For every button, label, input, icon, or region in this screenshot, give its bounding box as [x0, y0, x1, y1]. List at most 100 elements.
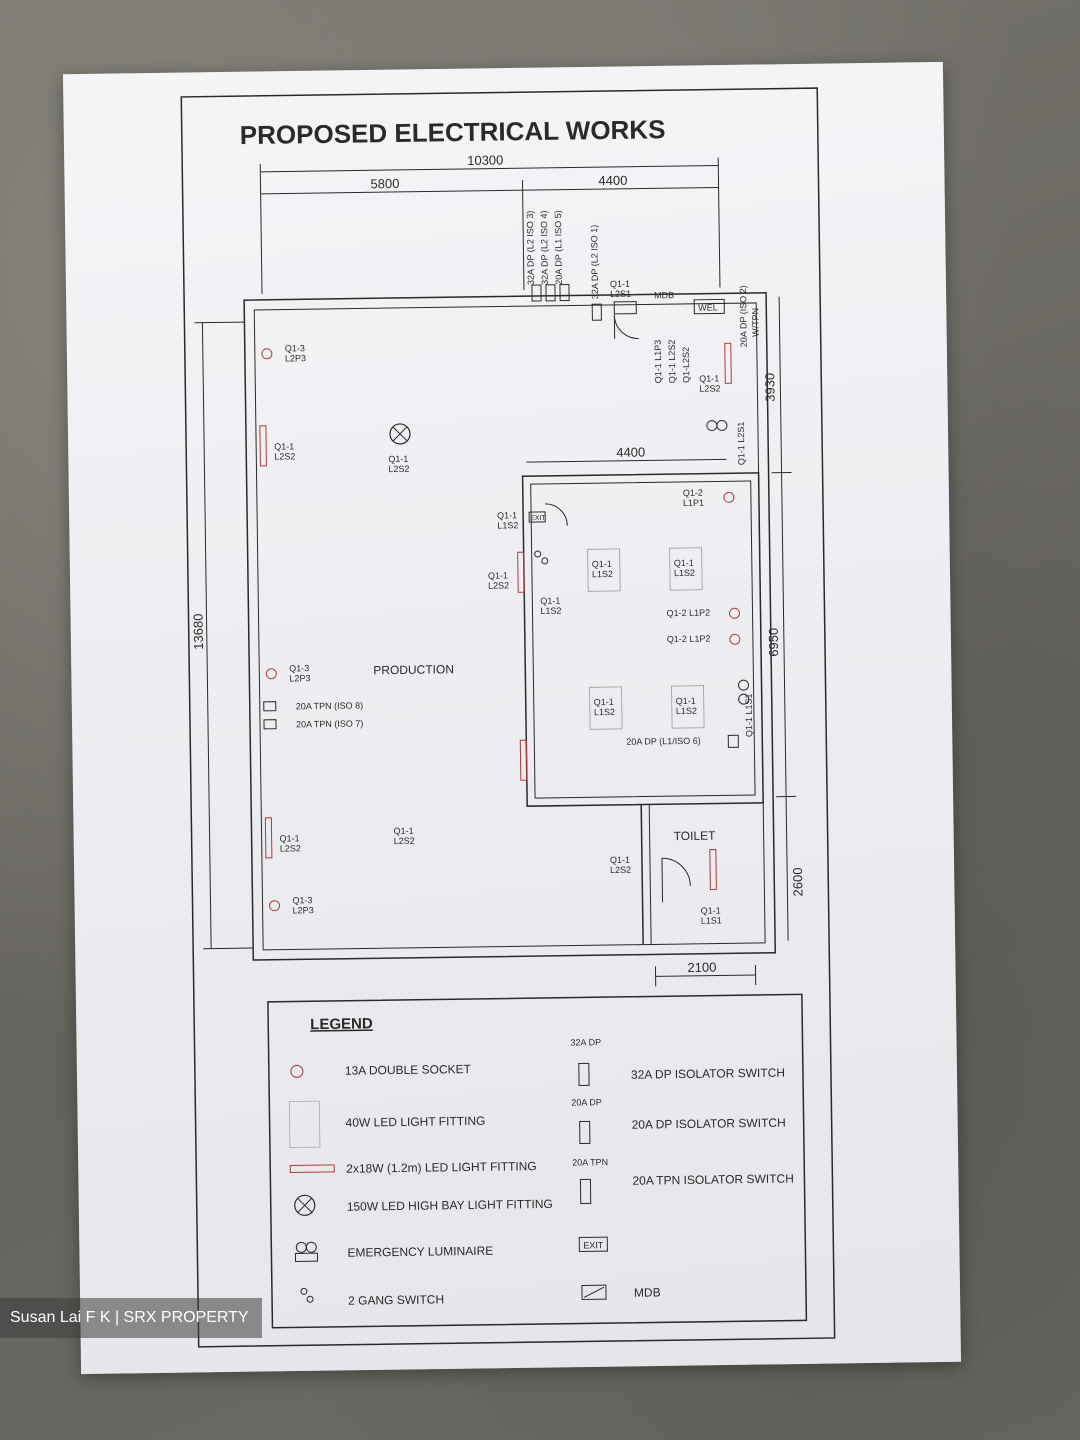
dim-toilet-height: 2600	[790, 867, 805, 896]
dim-toilet-width: 2100	[687, 960, 716, 975]
legend-item-socket: 13A DOUBLE SOCKET	[345, 1062, 472, 1078]
label-q11-switch: Q1-1	[540, 596, 560, 606]
led-tube-office-left	[517, 551, 525, 593]
led-tube-left-1	[259, 425, 267, 467]
label-l1p2-b: Q1-2 L1P2	[667, 634, 711, 645]
label-l1s2-switch: L1S2	[540, 606, 561, 616]
dp-top-label-4: 32A DP (L2 ISO 1)	[589, 225, 600, 300]
legend-item-mdb: MDB	[634, 1285, 661, 1299]
label-l2s1-vert: Q1-1 L2S1	[736, 422, 747, 466]
legend-tag-20a: 20A DP	[571, 1097, 602, 1107]
led-panel-4	[671, 685, 705, 729]
label-l1s2-panel-3: L1S2	[594, 707, 615, 717]
led-panel-1	[587, 548, 621, 592]
label-q11-exit: Q1-1	[497, 510, 517, 520]
label-l2p3-b: L2P3	[289, 673, 310, 683]
led-tube-toilet	[709, 849, 717, 891]
label-l1s2-panel-2: L1S2	[674, 568, 695, 578]
label-l1s1-toilet: L1S1	[701, 915, 722, 925]
outer-wall	[243, 292, 777, 961]
label-q11-panel-2: Q1-1	[674, 558, 694, 568]
inner-wall	[253, 302, 766, 951]
tpn-label-1: 20A TPN (ISO 8)	[296, 700, 363, 711]
plan-title: PROPOSED ELECTRICAL WORKS	[240, 114, 666, 150]
legend-item-led-fitting: 40W LED LIGHT FITTING	[346, 1114, 486, 1130]
q1-stack-1: Q1-1 L1P3	[653, 340, 664, 384]
label-l2s2-office-left: L2S2	[488, 580, 509, 590]
led-tube-right-top	[724, 342, 732, 384]
label-q11-top: Q1-1	[610, 279, 630, 289]
dp-right-label: 20A DP (ISO 2)	[738, 285, 749, 347]
label-q13-b: Q1-3	[289, 663, 309, 673]
label-l1s1-vert: Q1-1 L1S1	[744, 693, 755, 737]
legend-item-emergency: EMERGENCY LUMINAIRE	[347, 1244, 493, 1260]
dim-right-width: 4400	[598, 173, 627, 188]
dim-left-width: 5800	[370, 176, 399, 191]
legend-tag-20a-tpn: 20A TPN	[572, 1157, 608, 1167]
dim-overall-height: 13680	[190, 614, 206, 650]
label-q11-panel-3: Q1-1	[594, 697, 614, 707]
label-q11-left-1: Q1-1	[274, 441, 294, 451]
dim-inner-width: 4400	[616, 445, 645, 460]
label-l2s2-left-2: L2S2	[280, 843, 301, 853]
led-panel-2	[669, 547, 703, 591]
label-l2p3-c: L2P3	[293, 905, 314, 915]
label-l2s2-left-1: L2S2	[274, 451, 295, 461]
led-panel-3	[589, 686, 623, 730]
label-l2s1-top: L2S1	[610, 289, 631, 299]
office-room-wall	[521, 472, 764, 807]
q1-stack-2: Q1-1 L2S2	[667, 340, 678, 384]
label-q11-toilet-2: Q1-1	[701, 905, 721, 915]
label-l1s2-exit: L1S2	[497, 520, 518, 530]
label-q11-highbay: Q1-1	[388, 454, 408, 464]
label-l2p3-a: L2P3	[285, 353, 306, 363]
legend-item-led-tube: 2x18W (1.2m) LED LIGHT FITTING	[346, 1159, 537, 1176]
dp-top-label-3: 20A DP (L1 ISO 5)	[553, 210, 564, 285]
tpn-label-2: 20A TPN (ISO 7)	[296, 718, 363, 729]
led-tube-office-bottom	[519, 739, 528, 781]
legend-tag-exit: EXIT	[583, 1240, 604, 1250]
exit-label-office: EXIT	[530, 515, 546, 522]
legend-item-20a: 20A DP ISOLATOR SWITCH	[632, 1116, 786, 1132]
label-l1s2-panel-4: L1S2	[676, 706, 697, 716]
label-l2s2-center-low: L2S2	[394, 836, 415, 846]
dim-office-height: 6950	[766, 628, 781, 657]
q1-stack-3: Q1-L2S2	[681, 347, 692, 383]
label-q11-panel-4: Q1-1	[676, 696, 696, 706]
high-bay-light	[389, 423, 411, 445]
label-l1s2-panel-1: L1S2	[592, 569, 613, 579]
label-l1p2-a: Q1-2 L1P2	[666, 608, 710, 619]
label-l1p1: L1P1	[683, 498, 704, 508]
label-l2s2-toilet: L2S2	[610, 865, 631, 875]
wel-box	[693, 298, 725, 315]
legend-tag-32a: 32A DP	[570, 1037, 601, 1047]
dim-upper-height: 3930	[762, 373, 777, 402]
dp-top-label-1: 32A DP (L2 ISO 3)	[525, 211, 536, 286]
production-label: PRODUCTION	[373, 662, 454, 677]
exit-sign-office	[528, 511, 546, 523]
label-q13-c: Q1-3	[292, 895, 312, 905]
label-l2s2-highbay: L2S2	[388, 464, 409, 474]
legend-item-20a-tpn: 20A TPN ISOLATOR SWITCH	[632, 1172, 794, 1188]
toilet-label: TOILET	[674, 829, 717, 844]
dp-top-label-2: 32A DP (L2 ISO 4)	[539, 210, 550, 285]
legend-title: LEGEND	[310, 1015, 373, 1033]
led-tube-left-2	[264, 817, 273, 859]
legend-item-32a: 32A DP ISOLATOR SWITCH	[631, 1066, 785, 1082]
label-q11-right-top: Q1-1	[699, 373, 719, 383]
drawing-frame	[180, 87, 836, 1348]
label-q11-toilet: Q1-1	[610, 855, 630, 865]
dp-right-label-2: W/TPN	[750, 308, 760, 337]
label-q11-left-2: Q1-1	[280, 833, 300, 843]
dim-total-width: 10300	[467, 152, 503, 168]
dp-mid-label: 20A DP (L1/ISO 6)	[626, 736, 701, 747]
label-q11-center-low: Q1-1	[393, 826, 413, 836]
mdb-label: MDB	[654, 290, 674, 300]
label-l2s2-right-top: L2S2	[699, 383, 720, 393]
legend-box	[267, 993, 808, 1329]
wel-label: WEL	[698, 302, 718, 312]
legend-item-high-bay: 150W LED HIGH BAY LIGHT FITTING	[347, 1197, 553, 1214]
legend-item-switch: 2 GANG SWITCH	[348, 1292, 444, 1307]
label-q11-office-left: Q1-1	[488, 570, 508, 580]
